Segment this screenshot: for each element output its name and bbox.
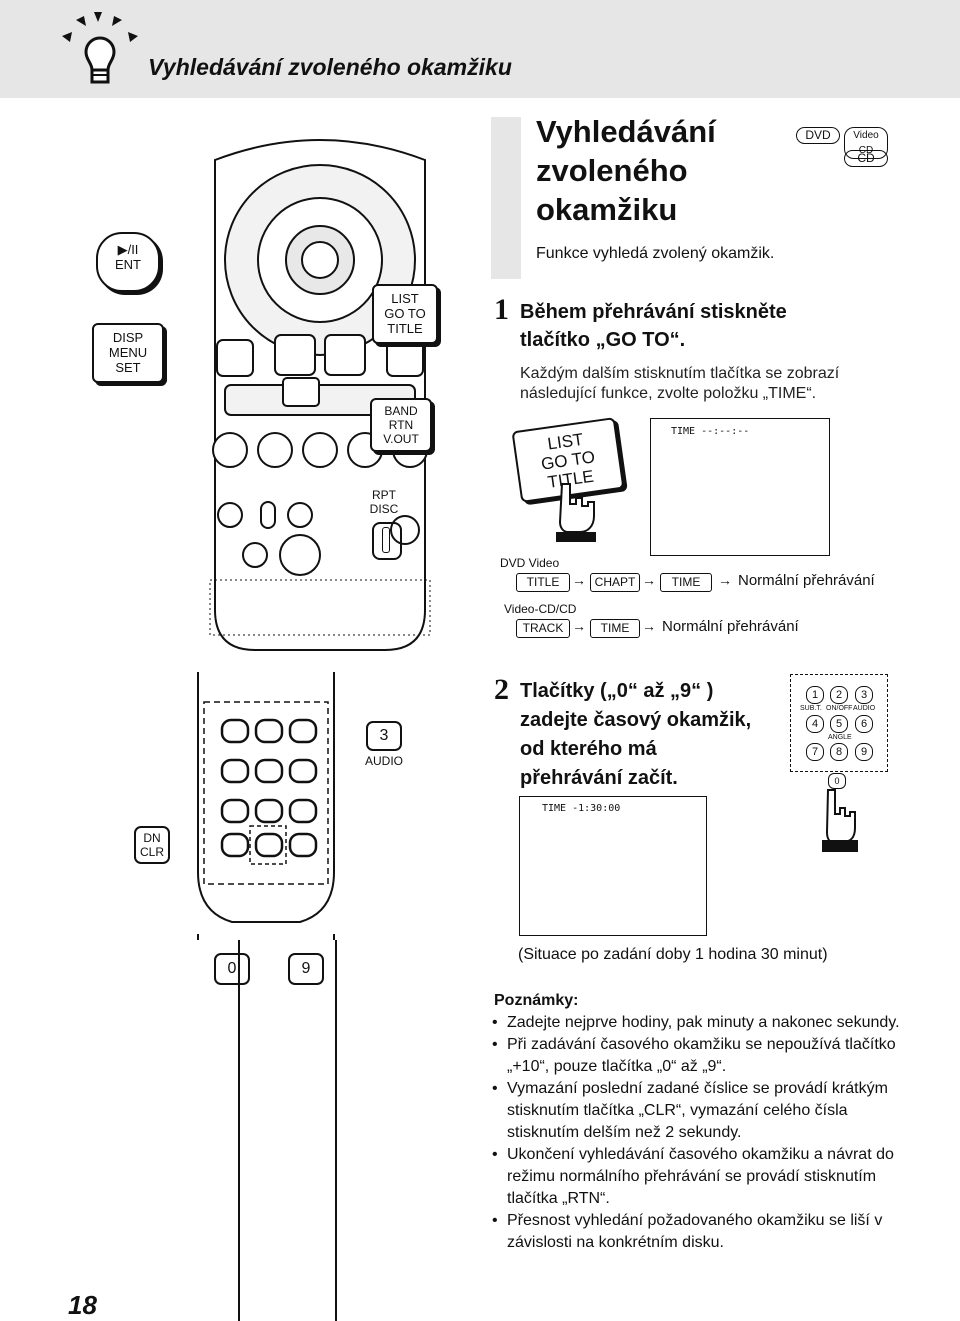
set-label: SET — [115, 360, 141, 375]
screen-time-blank-text: TIME --:--:-- — [671, 426, 750, 437]
step-2-number: 2 — [494, 673, 509, 706]
flow-arrow-4: → — [572, 618, 586, 634]
flow-arrow-5: → — [642, 618, 656, 634]
note-item: Ukončení vyhledávání časového okamžiku a… — [490, 1144, 910, 1210]
goto-label: GO TO — [384, 306, 426, 321]
step-1-number: 1 — [494, 293, 509, 326]
remote-side-line-left — [238, 940, 240, 1321]
flow-vcd-end: Normální přehrávání — [662, 618, 799, 635]
key-0: 0 — [214, 953, 250, 985]
keypad-key-8: 8 — [830, 743, 848, 761]
keypad-key-7: 7 — [806, 743, 824, 761]
remote-keypad-illustration — [197, 672, 335, 940]
flow-arrow-3: → — [718, 572, 732, 588]
keypad-label-onoff: ON/OFF — [826, 705, 853, 712]
badge-cd: CD — [844, 150, 888, 167]
flow-dvd-label: DVD Video — [500, 556, 560, 570]
list-goto-title-button: LIST GO TO TITLE — [372, 284, 438, 344]
notes-list: Zadejte nejprve hodiny, pak minuty a nak… — [490, 1012, 910, 1254]
keypad-label-subt: SUB.T. — [800, 705, 822, 712]
disp-menu-set-button: DISP MENU SET — [92, 323, 164, 383]
note-item: Přesnost vyhledání požadovaného okamžiku… — [490, 1210, 910, 1254]
disp-label: DISP — [112, 330, 144, 345]
note-item: Při zadávání časového okamžiku se nepouž… — [490, 1034, 910, 1078]
play-ent-button: ▶/II ENT — [96, 232, 160, 292]
screen-caption: (Situace po zadání doby 1 hodina 30 minu… — [518, 946, 828, 963]
flow-arrow-1: → — [572, 572, 586, 588]
note-item: Zadejte nejprve hodiny, pak minuty a nak… — [490, 1012, 910, 1034]
vout-label: V.OUT — [383, 432, 419, 446]
keypad-label-audio: AUDIO — [853, 705, 876, 712]
step-1-heading: Během přehrávání stiskněte tlačítko „GO … — [520, 301, 787, 351]
badge-dvd: DVD — [796, 127, 840, 144]
screen-time-entered-text: TIME -1:30:00 — [542, 803, 621, 814]
key-9: 9 — [288, 953, 324, 985]
note-item: Vymazání poslední zadané číslice se prov… — [490, 1078, 910, 1144]
rpt-disc-button — [372, 522, 402, 560]
remote-control-illustration — [209, 139, 431, 651]
header-title: Vyhledávání zvoleného okamžiku — [148, 54, 512, 80]
dn-clr-button: DN CLR — [134, 826, 170, 864]
section-title: Vyhledávání zvoleného okamžiku — [536, 114, 716, 227]
remote-side-line-right — [335, 940, 337, 1321]
flow-key-time: TIME — [660, 573, 712, 592]
keypad-key-6: 6 — [855, 715, 873, 733]
flow-key-time-vcd: TIME — [590, 619, 640, 638]
rpt-disc-button-slot — [382, 527, 390, 553]
keypad-key-0: 0 — [828, 773, 846, 789]
keypad-key-4: 4 — [806, 715, 824, 733]
step-2-heading: Tlačítky („0“ až „9“ ) zadejte časový ok… — [520, 680, 752, 789]
clr-label: CLR — [139, 845, 164, 859]
keypad-key-2: 2 — [830, 686, 848, 704]
ent-label: ENT — [115, 257, 141, 272]
title-label: TITLE — [387, 321, 423, 336]
keypad-key-1: 1 — [806, 686, 824, 704]
notes-heading: Poznámky: — [494, 992, 579, 1009]
flow-arrow-2: → — [642, 572, 656, 588]
flow-dvd-end: Normální přehrávání — [738, 572, 875, 589]
audio-label: AUDIO — [364, 754, 403, 768]
keypad-diagram — [790, 674, 888, 772]
section-subtitle: Funkce vyhledá zvolený okamžik. — [536, 245, 775, 262]
keypad-key-5: 5 — [830, 715, 848, 733]
tv-screen-time-blank: TIME --:--:-- — [650, 418, 830, 556]
pressing-hand-icon-2 — [822, 789, 858, 852]
disc-label: DISC — [369, 502, 399, 516]
title-block — [521, 117, 891, 279]
flow-key-title: TITLE — [516, 573, 570, 592]
menu-label: MENU — [108, 345, 148, 360]
list-label: LIST — [391, 291, 419, 306]
keypad-label-angle: ANGLE — [828, 734, 852, 741]
keypad-key-3: 3 — [855, 686, 873, 704]
flow-key-chapt: CHAPT — [590, 573, 640, 592]
band-rtn-vout-button: BAND RTN V.OUT — [370, 398, 432, 452]
flow-key-track: TRACK — [516, 619, 570, 638]
rtn-label: RTN — [388, 418, 414, 432]
page-number: 18 — [68, 1290, 97, 1320]
dn-label: DN — [143, 831, 161, 845]
play-pause-label: ▶/II — [117, 242, 139, 257]
flow-vcd-label: Video-CD/CD — [504, 602, 577, 616]
keypad-key-9: 9 — [855, 743, 873, 761]
band-label: BAND — [384, 404, 418, 418]
tv-screen-time-entered: TIME -1:30:00 — [519, 796, 707, 936]
step-1-text: Každým dalším stisknutím tlačítka se zob… — [520, 365, 840, 402]
rpt-label: RPT — [372, 488, 396, 502]
pressing-hand-icon — [556, 483, 596, 542]
lightbulb-icon — [62, 12, 138, 84]
header-band — [0, 0, 960, 98]
rpt-disc-label: RPT DISC — [362, 488, 406, 516]
audio-3-key: 3 — [366, 721, 402, 751]
